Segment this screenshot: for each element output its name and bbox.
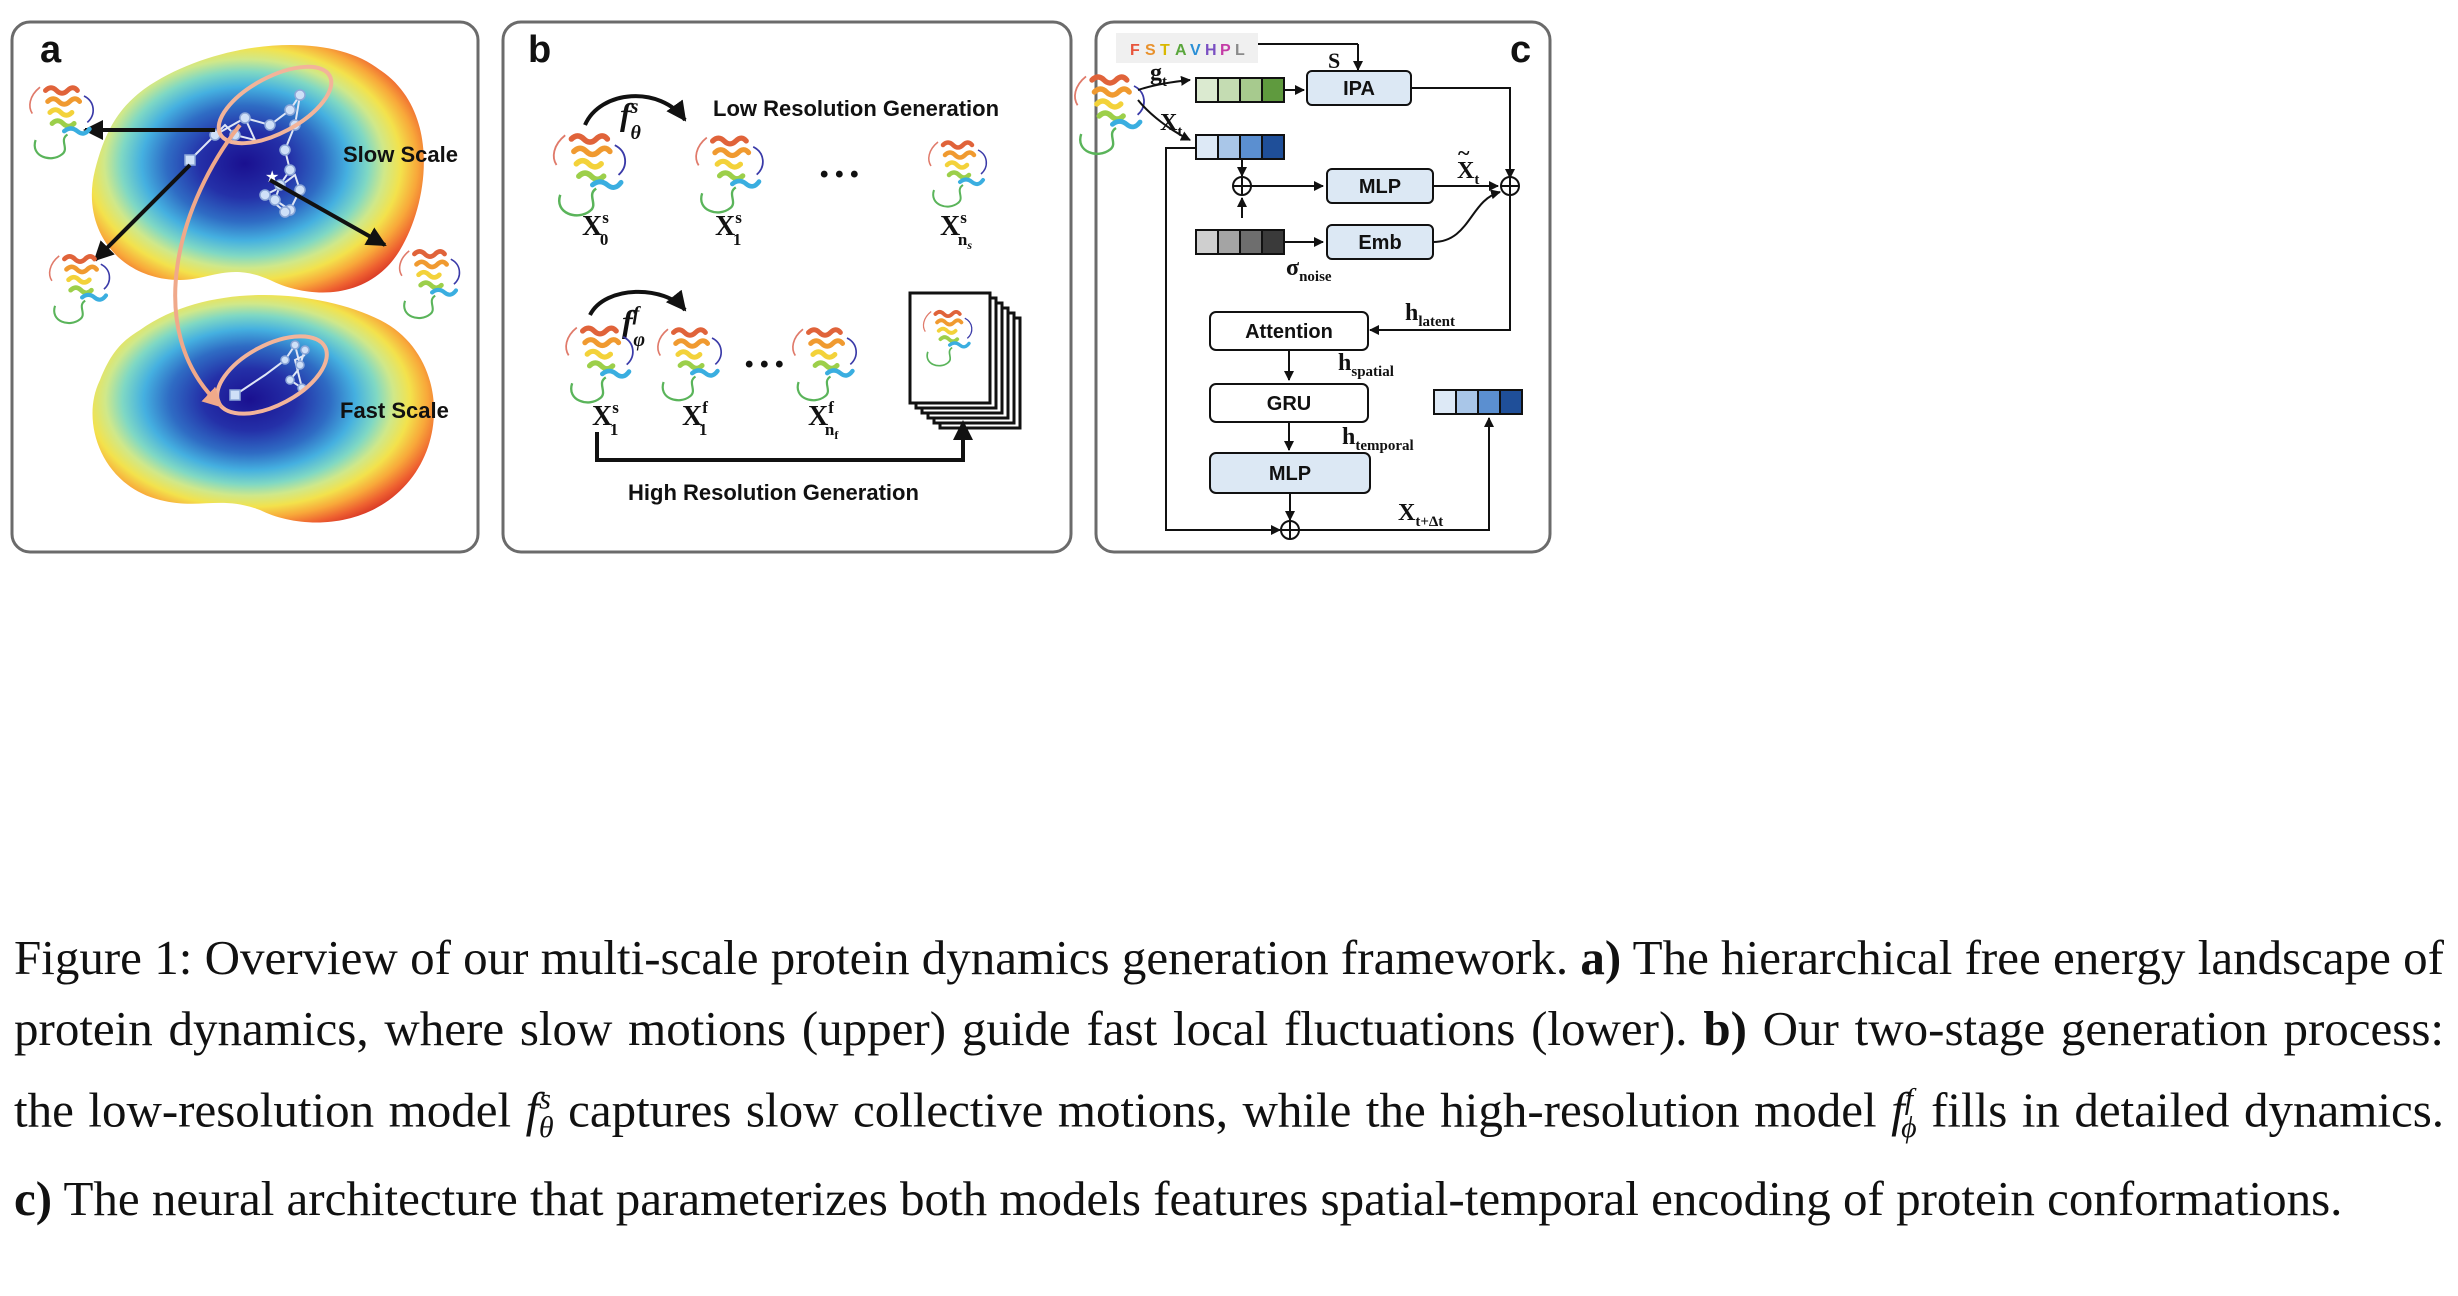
h-temporal-label: htemporal [1342,424,1414,454]
low-res-title: Low Resolution Generation [713,96,999,121]
panel-a-label: a [40,29,62,71]
s-label: S [1328,48,1340,73]
high-res-title: High Resolution Generation [628,480,919,505]
h-spatial-label: hspatial [1338,350,1394,380]
x-next-embedding [1433,389,1523,415]
gt-embedding [1195,77,1285,103]
gt-cell [1239,77,1263,103]
high-res-arrow [588,289,687,317]
gt-cell [1261,77,1285,103]
caption-c-text: The neural architecture that parameteriz… [63,1171,2343,1227]
noise-embedding [1195,229,1285,255]
low-res-ellipsis: • • • [820,161,859,188]
x-next-cell [1499,389,1523,415]
x-next-cell [1433,389,1457,415]
caption-a-text: The hierarchical free energy landscape o… [14,930,2444,1056]
noise-cell [1217,229,1241,255]
caption-f-theta: fsθ [525,1082,554,1145]
sequence-strip [1116,33,1258,63]
frame-stack [908,291,1022,430]
fast-trajectory-nodes [229,340,310,401]
xt-cell [1217,134,1241,160]
xt-cell [1195,134,1219,160]
xt-cell [1239,134,1263,160]
figure-canvas: a ★ [10,20,1552,554]
caption-figure: Figure 1: Overview of our multi-scale pr… [14,930,1569,985]
xt-tilde-label: Xt [1457,158,1479,188]
ipa-out-arrow [1411,87,1515,179]
h-latent-label: hlatent [1405,300,1455,330]
caption-b-text2: captures slow collective motions, while … [568,1082,1877,1138]
mlp-label-2: MLP [1269,463,1311,485]
emb-label: Emb [1358,232,1401,254]
caption-f-phi: ffϕ [1891,1082,1917,1145]
high-res-ellipsis: • • • [745,351,784,378]
slow-highlight-ellipse [216,64,334,146]
xt-embedding [1195,134,1285,160]
sequence-letter: V [1190,42,1201,59]
noise-cell [1195,229,1219,255]
tilde-mark: ~ [1458,140,1470,165]
x-next-cell [1477,389,1501,415]
caption-c-label: c) [14,1171,53,1227]
attention-label: Attention [1245,321,1333,343]
sequence-letter: F [1130,42,1140,59]
panel-b-label: b [528,29,551,71]
figure-caption: Figure 1: Overview of our multi-scale pr… [14,922,2444,1234]
sequence-letter: T [1160,42,1170,59]
gt-cell [1195,77,1219,103]
gt-cell [1217,77,1241,103]
caption-b-label: b) [1703,1001,1747,1056]
caption-b-text1: Our two-stage generation process: the lo… [14,1001,2445,1138]
latent-arrow [1369,195,1511,335]
fast-scale-label: Fast Scale [340,398,449,423]
panel-c-label: c [1510,29,1531,71]
x-next-label: Xt+Δt [1398,500,1443,530]
caption-a-label: a) [1580,930,1622,985]
noise-cell [1239,229,1263,255]
panel-a: a ★ [10,20,480,554]
noise-cell [1261,229,1285,255]
scale-link-arc [173,123,242,408]
high-res-bracket-arrow [595,420,973,462]
sequence-letter: H [1205,42,1217,59]
mlp-label-1: MLP [1359,176,1401,198]
sequence-letter: P [1220,42,1231,59]
ipa-label: IPA [1343,78,1375,100]
gru-label: GRU [1267,393,1311,415]
output-arrow [1299,417,1494,531]
arrow-to-protein-2 [93,163,192,262]
residual-arrow [1165,147,1281,535]
sequence-letter: A [1175,42,1187,59]
xt-cell [1261,134,1285,160]
sigma-noise-label: σnoise [1286,255,1332,285]
landscape-slow [91,44,424,293]
sequence-letter: L [1235,42,1245,59]
sequence-letter: S [1145,42,1156,59]
gt-label: gt [1150,60,1167,90]
arrow-to-protein-3 [269,178,387,247]
low-res-arrow [583,94,687,126]
x-next-cell [1455,389,1479,415]
caption-b-text3: fills in detailed dynamics. [1931,1082,2445,1138]
slow-scale-label: Slow Scale [343,142,458,167]
